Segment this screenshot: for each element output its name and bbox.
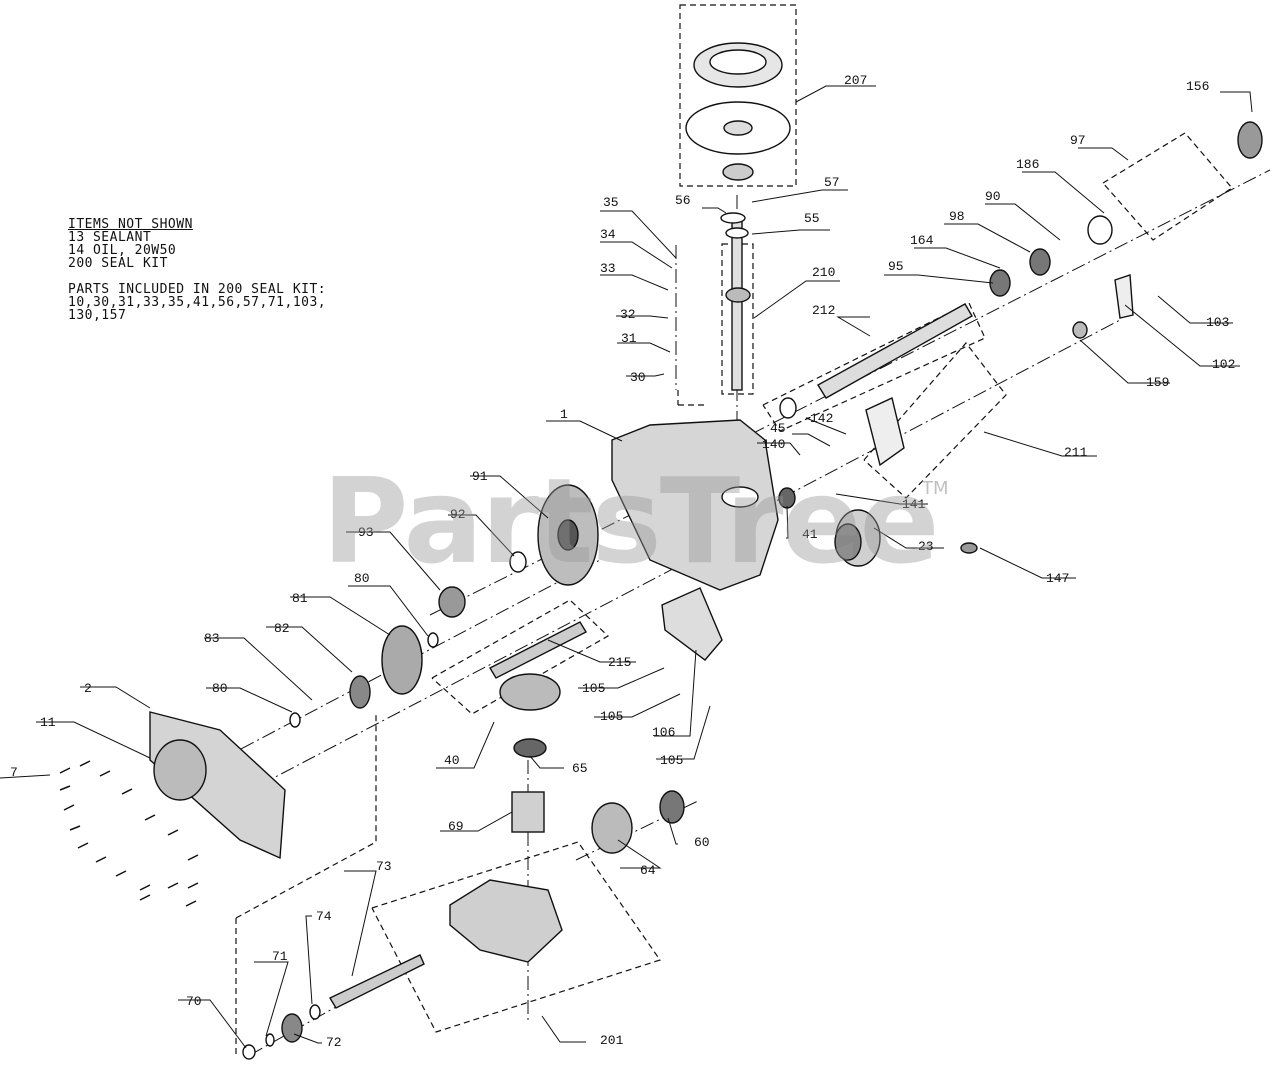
callout-40: 40	[444, 753, 460, 768]
callout-57: 57	[824, 175, 840, 190]
callout-207: 207	[844, 73, 867, 88]
watermark: PartsTree	[322, 452, 940, 590]
callout-83: 83	[204, 631, 220, 646]
callout-72: 72	[326, 1035, 342, 1050]
callout-69: 69	[448, 819, 464, 834]
callout-211: 211	[1064, 445, 1088, 460]
callout-212: 212	[812, 303, 835, 318]
callout-82: 82	[274, 621, 290, 636]
seal-kit-line: 10,30,31,33,35,41,56,57,71,103,	[68, 295, 327, 310]
callout-92: 92	[450, 507, 466, 522]
callout-105-upper: 105	[582, 681, 605, 696]
callout-71: 71	[272, 949, 288, 964]
notes-line: 200 SEAL KIT	[68, 256, 168, 271]
callout-74: 74	[316, 909, 332, 924]
watermark-trademark: TM	[922, 478, 949, 499]
callout-186: 186	[1016, 157, 1039, 172]
callout-98: 98	[949, 209, 965, 224]
callout-73: 73	[376, 859, 392, 874]
callout-33: 33	[600, 261, 616, 276]
callout-91: 91	[472, 469, 488, 484]
callout-156: 156	[1186, 79, 1209, 94]
callout-97: 97	[1070, 133, 1086, 148]
callout-201: 201	[600, 1033, 624, 1048]
callout-11: 11	[40, 715, 56, 730]
callout-41: 41	[802, 527, 818, 542]
seal-kit-title: PARTS INCLUDED IN 200 SEAL KIT:	[68, 282, 327, 297]
callout-56: 56	[675, 193, 691, 208]
callout-80-lower: 80	[212, 681, 228, 696]
callout-31: 31	[621, 331, 637, 346]
callout-147: 147	[1046, 571, 1069, 586]
callout-142: 142	[810, 411, 833, 426]
bolt-group	[59, 760, 199, 907]
callout-93: 93	[358, 525, 374, 540]
axis-lines	[219, 169, 1271, 1056]
seal-kit-line: 130,157	[68, 308, 127, 323]
callout-95: 95	[888, 259, 904, 274]
callout-106: 106	[652, 725, 675, 740]
callout-60: 60	[694, 835, 710, 850]
callout-2: 2	[84, 681, 92, 696]
callout-23: 23	[918, 539, 934, 554]
callout-210: 210	[812, 265, 835, 280]
notes-line: 14 OIL, 20W50	[68, 243, 177, 258]
callout-55: 55	[804, 211, 820, 226]
callout-45: 45	[770, 421, 786, 436]
callout-164: 164	[910, 233, 934, 248]
callout-32: 32	[620, 307, 636, 322]
callout-80-upper: 80	[354, 571, 370, 586]
callout-81: 81	[292, 591, 308, 606]
part-shapes	[149, 42, 1263, 1060]
callout-64: 64	[640, 863, 656, 878]
notes-line: 13 SEALANT	[68, 230, 152, 245]
callout-35: 35	[603, 195, 619, 210]
callout-105-mid: 105	[600, 709, 623, 724]
callout-159: 159	[1146, 375, 1169, 390]
leader-lines	[0, 85, 1253, 1049]
callout-labels: 207 156 97 186 90 98 164 95 57 56 55 35 …	[10, 73, 1235, 1050]
callout-215: 215	[608, 655, 631, 670]
callout-105-lower: 105	[660, 753, 683, 768]
callout-103: 103	[1206, 315, 1229, 330]
items-not-shown-notes: ITEMS NOT SHOWN 13 SEALANT 14 OIL, 20W50…	[68, 218, 326, 322]
callout-1: 1	[560, 407, 568, 422]
notes-heading: ITEMS NOT SHOWN	[68, 217, 193, 232]
callout-141: 141	[902, 497, 926, 512]
callout-90: 90	[985, 189, 1001, 204]
callout-65: 65	[572, 761, 588, 776]
callout-34: 34	[600, 227, 616, 242]
callout-140: 140	[762, 437, 785, 452]
callout-70: 70	[186, 994, 202, 1009]
callout-102: 102	[1212, 357, 1235, 372]
callout-7: 7	[10, 765, 18, 780]
callout-30: 30	[630, 370, 646, 385]
